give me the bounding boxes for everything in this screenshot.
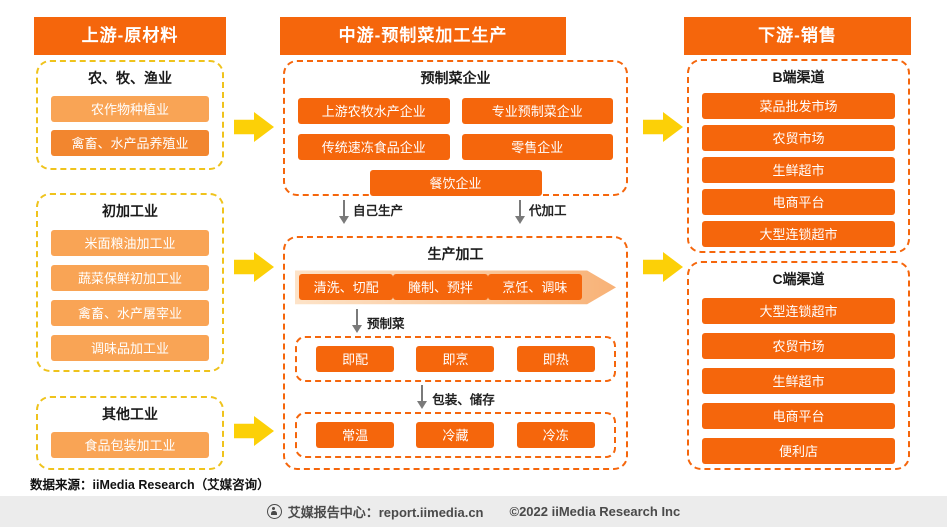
footer-brand: 艾媒报告中心：report.iimedia.cn <box>287 505 484 520</box>
package-label-row: 包装、储存 <box>295 384 616 412</box>
c-channel-item: 电商平台 <box>702 403 895 429</box>
iimedia-logo-icon <box>266 504 282 519</box>
data-source-note: 数据来源：iiMedia Research（艾媒咨询） <box>30 478 270 492</box>
enterprise-box-title: 预制菜企业 <box>420 70 491 86</box>
footer-bar: 艾媒报告中心：report.iimedia.cn ©2022 iiMedia R… <box>0 496 947 527</box>
flow-arrow-right-icon <box>234 416 274 446</box>
footer-brand-group: 艾媒报告中心：report.iimedia.cn <box>266 502 484 521</box>
upstream-group-agriculture: 农、牧、渔业 农作物种植业 禽畜、水产品养殖业 <box>36 60 224 170</box>
flow-arrow-right-icon <box>643 112 683 142</box>
c-channel-box: C端渠道 大型连锁超市 农贸市场 生鲜超市 电商平台 便利店 <box>687 261 910 470</box>
upstream-group-primary-processing: 初加工业 米面粮油加工业 蔬菜保鲜初加工业 禽畜、水产屠宰业 调味品加工业 <box>36 193 224 372</box>
storage-type-item: 常温 <box>316 422 395 448</box>
processing-box-title: 生产加工 <box>427 246 484 262</box>
ready-type-item: 即配 <box>316 345 395 372</box>
storage-type-item: 冷冻 <box>516 422 595 448</box>
upstream-group-other-industry: 其他工业 食品包装加工业 <box>36 396 224 470</box>
b-channel-item: 农贸市场 <box>702 125 895 151</box>
midstream-header: 中游-预制菜加工生产 <box>280 17 566 55</box>
enterprise-item: 零售企业 <box>461 134 613 160</box>
enterprise-item: 传统速冻食品企业 <box>298 134 450 160</box>
b-channel-item: 电商平台 <box>702 189 895 215</box>
c-channel-item: 生鲜超市 <box>702 368 895 394</box>
oem-branch: 代加工 <box>514 200 567 226</box>
premade-label-row: 预制菜 <box>351 308 616 336</box>
premade-label: 预制菜 <box>367 316 405 331</box>
footer-copyright: ©2022 iiMedia Research Inc <box>509 504 681 519</box>
c-channel-title: C端渠道 <box>772 271 825 287</box>
storage-type-item: 冷藏 <box>416 422 495 448</box>
ready-type-item: 即烹 <box>416 345 495 372</box>
upstream-item: 蔬菜保鲜初加工业 <box>51 265 209 291</box>
b-channel-item: 生鲜超市 <box>702 157 895 183</box>
b-channel-title: B端渠道 <box>772 69 825 85</box>
self-produce-label: 自己生产 <box>353 204 404 218</box>
downstream-header: 下游-销售 <box>684 17 911 55</box>
process-step: 腌制、预拌 <box>393 274 488 301</box>
flow-arrow-right-icon <box>234 252 274 282</box>
ready-types-box: 即配 即烹 即热 <box>295 335 616 382</box>
flow-arrow-down-icon <box>338 200 349 226</box>
c-channel-item: 农贸市场 <box>702 333 895 359</box>
b-channel-item: 大型连锁超市 <box>702 221 895 247</box>
enterprise-box: 预制菜企业 上游农牧水产企业 专业预制菜企业 传统速冻食品企业 零售企业 餐饮企… <box>283 60 628 196</box>
enterprise-item: 上游农牧水产企业 <box>298 98 450 124</box>
self-produce-branch: 自己生产 <box>338 200 403 226</box>
flow-arrow-down-icon <box>351 308 362 335</box>
upstream-item: 农作物种植业 <box>51 96 209 122</box>
upstream-item: 禽畜、水产屠宰业 <box>51 300 209 326</box>
upstream-group-title: 农、牧、渔业 <box>88 70 172 86</box>
enterprise-item: 专业预制菜企业 <box>461 98 613 124</box>
b-channel-item: 菜品批发市场 <box>702 93 895 119</box>
flow-arrow-right-icon <box>234 112 274 142</box>
upstream-item: 米面粮油加工业 <box>51 230 209 256</box>
c-channel-item: 便利店 <box>702 438 895 464</box>
ready-type-item: 即热 <box>516 345 595 372</box>
c-channel-item: 大型连锁超市 <box>702 298 895 324</box>
upstream-group-title: 初加工业 <box>102 203 158 219</box>
storage-types-box: 常温 冷藏 冷冻 <box>295 412 616 458</box>
upstream-group-title: 其他工业 <box>102 406 158 422</box>
processing-box: 生产加工 清洗、切配 腌制、预拌 烹饪、调味 预制菜 即配 即烹 即热 包装、储… <box>283 236 628 470</box>
flow-arrow-down-icon <box>416 384 428 411</box>
flow-arrow-right-icon <box>643 252 683 282</box>
flow-arrow-down-icon <box>514 200 525 226</box>
oem-label: 代加工 <box>529 204 567 218</box>
upstream-item: 调味品加工业 <box>51 335 209 361</box>
process-step: 清洗、切配 <box>299 274 394 301</box>
upstream-item: 食品包装加工业 <box>51 432 209 458</box>
process-step: 烹饪、调味 <box>487 274 582 301</box>
upstream-header: 上游-原材料 <box>34 17 226 55</box>
process-flow-arrow: 清洗、切配 腌制、预拌 烹饪、调味 <box>295 269 616 306</box>
upstream-item: 禽畜、水产品养殖业 <box>51 130 209 156</box>
enterprise-item: 餐饮企业 <box>369 170 542 196</box>
b-channel-box: B端渠道 菜品批发市场 农贸市场 生鲜超市 电商平台 大型连锁超市 <box>687 59 910 253</box>
package-storage-label: 包装、储存 <box>432 392 495 407</box>
